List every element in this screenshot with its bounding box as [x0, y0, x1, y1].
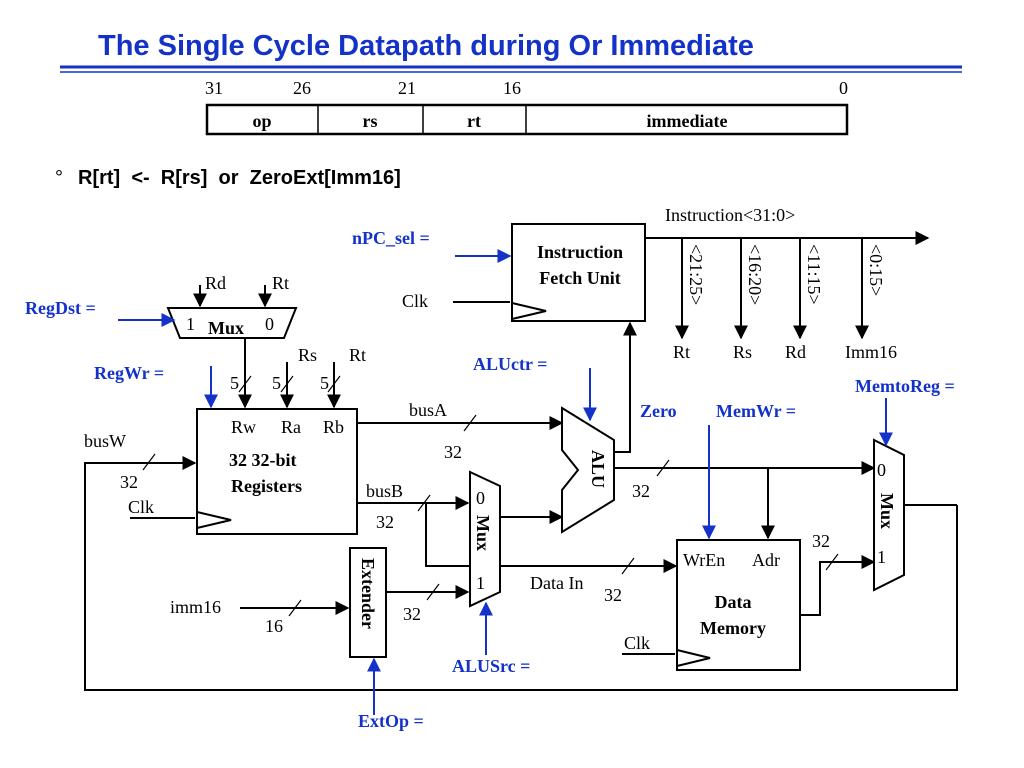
register-file: Rw Ra Rb 32 32-bit Registers	[196, 408, 358, 535]
ext-out-width: 32	[403, 604, 421, 624]
slice-out-rd: Rd	[785, 342, 806, 362]
width-rb: 5	[320, 373, 329, 393]
memtoreg-mux-label: Mux	[877, 493, 897, 529]
width-ra: 5	[272, 373, 281, 393]
ifu-label-1: Instruction	[537, 242, 623, 262]
busw-width: 32	[120, 472, 138, 492]
dmem-label-1: Data	[715, 592, 752, 612]
regdst-in-rd: Rd	[205, 273, 226, 293]
field-rs: rs	[363, 111, 378, 131]
bit-pos-21: 21	[398, 78, 416, 98]
operation-bullet: °	[55, 167, 63, 189]
busw-label: busW	[84, 431, 126, 451]
operation-text: R[rt] <- R[rs] or ZeroExt[Imm16]	[78, 167, 401, 189]
ifu-clk: Clk	[402, 291, 428, 311]
bit-pos-0: 0	[839, 78, 848, 98]
data-memory: WrEn Adr Data Memory	[676, 539, 801, 671]
instruction-format: 31 26 21 16 0 op rs rt immediate	[205, 78, 849, 136]
regdst-mux-label: Mux	[208, 318, 244, 338]
bit-pos-16: 16	[503, 78, 521, 98]
datain-width: 32	[604, 585, 622, 605]
imm16-width: 16	[265, 616, 283, 636]
alu-label: ALU	[588, 450, 608, 488]
alusrc-sel0: 0	[476, 488, 485, 508]
slice-out-rs: Rs	[733, 342, 752, 362]
slice-0-15: <0:15>	[866, 244, 886, 296]
regdst-in-rt: Rt	[272, 273, 289, 293]
zero-label: Zero	[640, 401, 677, 421]
dmem-wren: WrEn	[683, 550, 725, 570]
alusrc-sel1: 1	[476, 573, 485, 593]
regdst-mux: 1 Mux 0	[166, 307, 298, 339]
data-in-label: Data In	[530, 573, 583, 593]
dmem-adr: Adr	[752, 550, 780, 570]
regwr-label: RegWr =	[94, 363, 164, 383]
memtoreg-label: MemtoReg =	[855, 376, 955, 396]
busb-label: busB	[366, 481, 403, 501]
extender: Extender	[349, 547, 387, 658]
regdst-label: RegDst =	[25, 298, 96, 318]
slice-16-20: <16:20>	[745, 244, 765, 305]
regdst-sel0: 0	[265, 314, 274, 334]
slice-11-15: <11:15>	[804, 244, 824, 305]
port-ra: Ra	[281, 417, 301, 437]
memtoreg-mux: 0 Mux 1	[873, 438, 905, 592]
slice-out-imm16: Imm16	[845, 342, 897, 362]
busb-width: 32	[376, 512, 394, 532]
regfile-label-1: 32 32-bit	[229, 450, 297, 470]
bit-pos-26: 26	[293, 78, 311, 98]
ifu-label-2: Fetch Unit	[539, 268, 620, 288]
alusrc-label: ALUSrc =	[452, 656, 530, 676]
regfile-addr-rt: Rt	[349, 345, 366, 365]
regfile-clk: Clk	[128, 497, 154, 517]
width-rw: 5	[230, 373, 239, 393]
instruction-bus-label: Instruction<31:0>	[665, 205, 795, 225]
port-rw: Rw	[231, 417, 256, 437]
format-box	[205, 103, 849, 136]
extop-label: ExtOp =	[358, 711, 424, 731]
dmem-clk: Clk	[624, 633, 650, 653]
bit-pos-31: 31	[205, 78, 223, 98]
instruction-fetch-unit: Instruction Fetch Unit	[511, 223, 646, 322]
mem-out-width: 32	[812, 531, 830, 551]
alusrc-mux-label: Mux	[473, 515, 493, 551]
page-title: The Single Cycle Datapath during Or Imme…	[98, 30, 754, 62]
regdst-sel1: 1	[186, 314, 195, 334]
aluctr-label: ALUctr =	[473, 354, 547, 374]
alu-out-width: 32	[632, 481, 650, 501]
slice-out-rt: Rt	[673, 342, 690, 362]
busa-label: busA	[409, 400, 447, 420]
slice-21-25: <21:25>	[686, 244, 706, 305]
imm16-label: imm16	[170, 597, 221, 617]
alu: ALU	[561, 406, 615, 534]
memtoreg-sel0: 0	[877, 460, 886, 480]
dmem-label-2: Memory	[700, 618, 766, 638]
busa-width: 32	[444, 442, 462, 462]
extender-label: Extender	[358, 558, 378, 629]
regfile-label-2: Registers	[231, 476, 302, 496]
port-rb: Rb	[323, 417, 344, 437]
memwr-label: MemWr =	[716, 401, 796, 421]
field-immediate: immediate	[647, 111, 728, 131]
memtoreg-sel1: 1	[877, 547, 886, 567]
npc-sel-label: nPC_sel =	[352, 228, 430, 248]
regfile-addr-rs: Rs	[298, 345, 317, 365]
field-rt: rt	[467, 111, 481, 131]
field-op: op	[252, 111, 271, 131]
alusrc-mux: 0 Mux 1	[469, 470, 501, 608]
